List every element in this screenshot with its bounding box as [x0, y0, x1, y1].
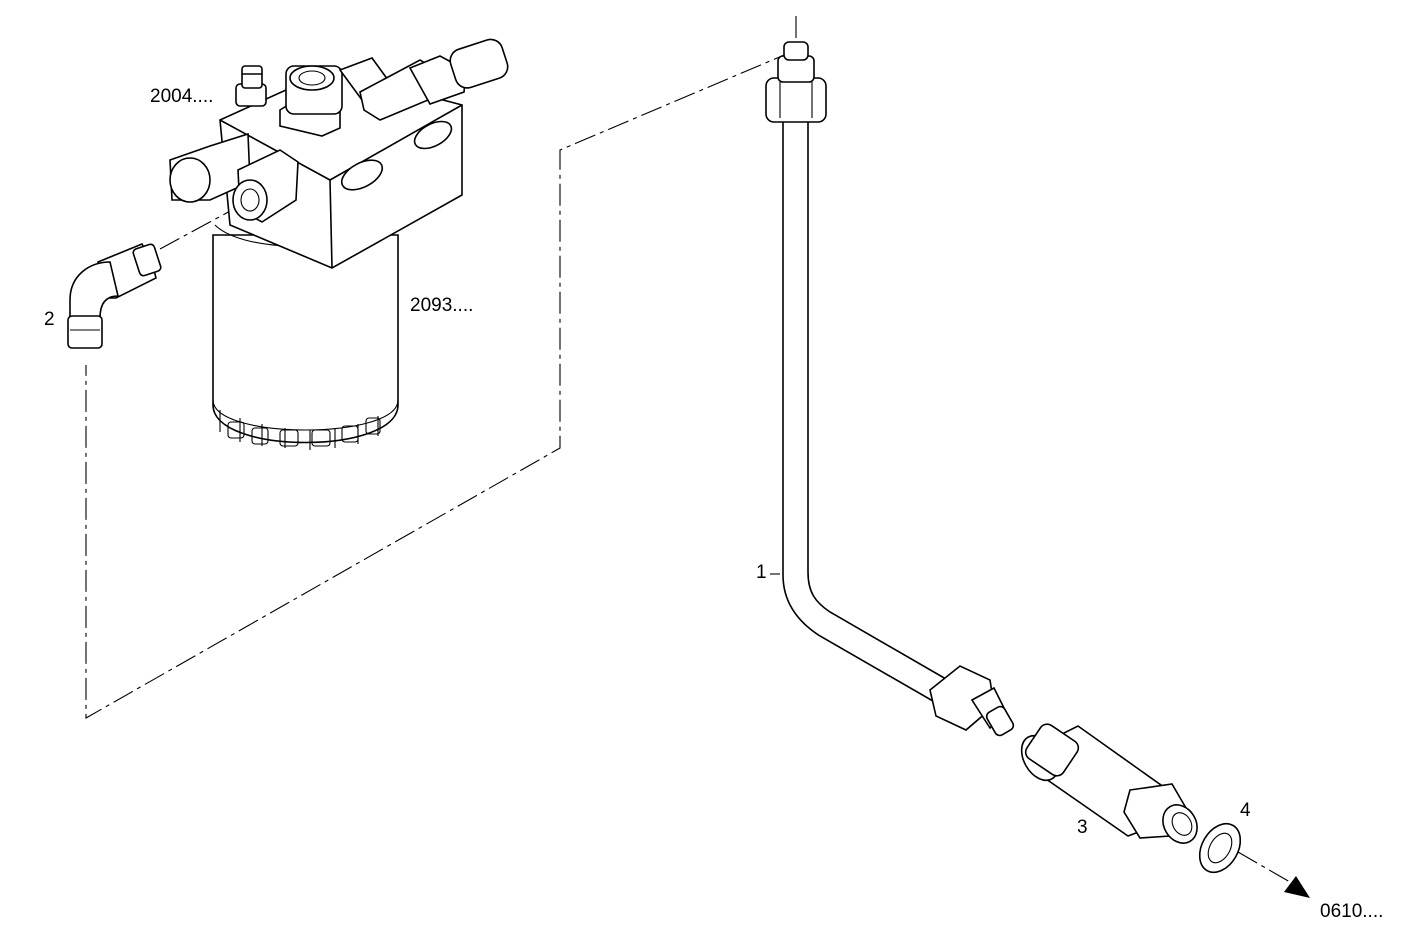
fuel-filter-assembly	[169, 38, 509, 450]
item-number-2: 2	[44, 309, 55, 330]
pipe	[765, 41, 1015, 737]
elbow-fitting	[67, 242, 162, 349]
part-reference-2093: 2093....	[410, 295, 474, 316]
part-reference-2004: 2004....	[150, 86, 214, 107]
direction-arrow	[1237, 851, 1310, 898]
item-number-1: 1	[756, 562, 767, 583]
sealing-washer	[1198, 822, 1242, 874]
item-number-3: 3	[1077, 817, 1088, 838]
item-number-4: 4	[1240, 800, 1251, 821]
inline-filter	[1020, 723, 1198, 844]
part-reference-0610: 0610....	[1320, 901, 1384, 922]
